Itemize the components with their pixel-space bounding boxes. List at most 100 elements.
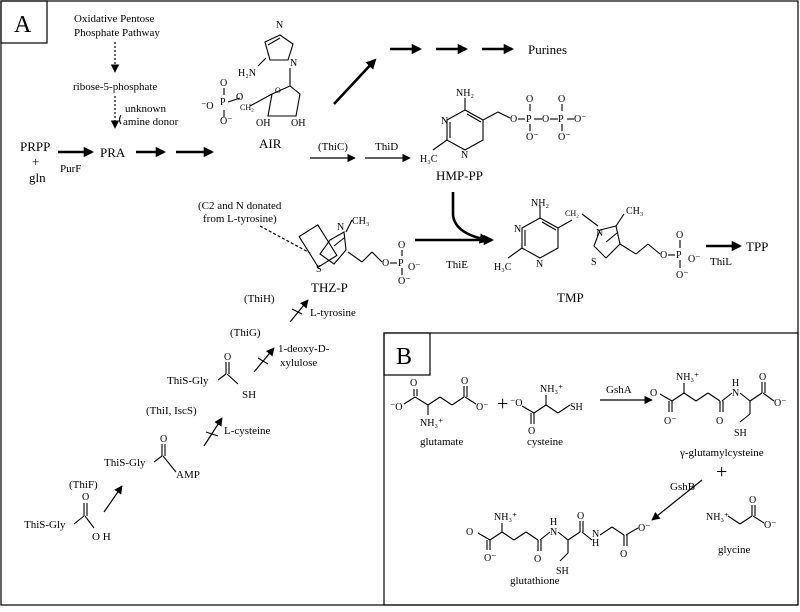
svg-text:O: O [528,426,535,437]
svg-text:O: O [236,92,243,103]
svg-text:⁻O: ⁻O [201,101,214,112]
dxp-label-line2: xylulose [280,357,317,369]
glutathione-label: glutathione [510,575,560,587]
panel-a-letter: A [14,12,32,38]
svg-text:NH₃⁺: NH₃⁺ [540,384,563,395]
purf-label: PurF [60,163,81,175]
plus-two: + [716,461,727,483]
thig-label: (ThiG) [230,327,261,339]
svg-text:O⁻: O⁻ [764,520,777,531]
svg-text:O: O [461,376,468,387]
glutamate-structure: O ⁻O NH₃⁺ O O⁻ [390,376,489,429]
svg-text:P: P [526,114,532,125]
svg-text:N: N [732,388,739,399]
thisgly-adenylate-label: ThiS-Gly [104,457,146,469]
dxp-label-line1: 1-deoxy-D- [278,343,330,355]
svg-text:NH₃⁺: NH₃⁺ [494,512,517,523]
svg-text:O⁻: O⁻ [574,114,587,125]
svg-text:O⁻: O⁻ [398,276,411,287]
svg-text:H₃C: H₃C [494,262,512,273]
unknown-donor-hook [118,114,122,125]
svg-text:NH₃⁺: NH₃⁺ [706,512,729,523]
panel-b-box [383,332,431,376]
panel-b-letter: B [396,344,412,370]
thig-tick [257,357,269,365]
svg-text:O⁻: O⁻ [688,254,701,265]
amine-donor-label: amine donor [123,116,179,128]
svg-text:O: O [716,416,723,427]
prpp-label: PRPP [20,139,50,154]
svg-text:O: O [526,94,533,105]
thii-arrow [203,417,223,447]
svg-text:O: O [542,114,549,125]
svg-text:N: N [276,20,283,31]
thzp-structure: N S CH₃ O P O O⁻ O⁻ [298,216,421,287]
svg-text:SH: SH [570,402,583,413]
hmppp-label: HMP-PP [436,168,483,183]
svg-text:H₃C: H₃C [420,154,438,165]
thisgly-amp-o: O [160,434,167,445]
gsha-label: GshA [606,384,632,396]
thif-label: (ThiF) [69,479,98,491]
svg-text:O: O [660,250,667,261]
c2n-note-line1: (C2 and N donated [198,200,282,212]
svg-text:NH₂: NH₂ [531,198,549,209]
svg-text:O⁻: O⁻ [558,132,571,143]
svg-text:O: O [577,511,584,522]
svg-text:P: P [676,250,682,261]
thii-tick [205,431,219,437]
tpp-label: TPP [746,239,768,254]
svg-text:N: N [290,58,297,69]
thisgly-thiocarboxylate-label: ThiS-Gly [167,375,209,387]
svg-text:O⁻: O⁻ [220,116,233,127]
panel-b-frame [383,332,799,606]
svg-text:OH: OH [291,118,305,129]
glutamate-label: glutamate [420,436,463,448]
thif-arrow [103,485,123,513]
svg-text:NH₃⁺: NH₃⁺ [420,418,443,429]
gamma-glutamylcysteine-label: γ-glutamylcysteine [679,447,764,459]
thisgly-carboxylate-label: ThiS-Gly [24,519,66,531]
thil-label: ThiL [710,256,732,268]
svg-text:S: S [591,257,597,268]
thid-label: ThiD [375,141,398,153]
pra-label: PRA [100,145,126,160]
svg-text:S: S [316,264,322,275]
svg-text:O: O [759,372,766,383]
thzp-label: THZ-P [311,280,348,295]
glycine-label: glycine [718,544,750,556]
svg-text:H: H [732,378,739,389]
svg-text:CH₂: CH₂ [240,103,254,112]
svg-text:NH₂: NH₂ [456,88,474,99]
svg-text:H: H [592,538,599,549]
svg-text:N: N [441,116,448,127]
svg-text:P: P [558,114,564,125]
svg-text:CH₃: CH₃ [626,206,643,217]
c2n-note-line2: from L-tyrosine) [203,213,277,225]
svg-text:NH₃⁺: NH₃⁺ [676,372,699,383]
thih-tick [291,308,303,315]
oh-label: O H [92,531,111,543]
thisgly-cooh-o: O [82,492,89,503]
svg-text:CH₃: CH₃ [352,216,369,227]
svg-text:SH: SH [556,566,569,577]
c2n-dashed-line [259,225,311,254]
thisgly-cooh-bond2 [84,515,95,529]
purines-label: Purines [528,42,567,57]
gamma-glutamylcysteine-structure: NH₃⁺ O⁻ O O H N SH O O⁻ [650,372,787,439]
svg-text:N: N [461,150,468,161]
svg-text:N: N [550,527,557,538]
thisgly-sh-bond2 [226,373,239,385]
gln-label: gln [29,170,46,185]
prpp-plus: + [32,154,39,169]
svg-text:O: O [382,258,389,269]
thie-label: ThiE [446,259,468,271]
svg-text:⁻O: ⁻O [510,398,523,409]
thisgly-amp-bond1 [153,455,163,463]
svg-text:N: N [596,228,603,239]
air-label: AIR [259,136,282,151]
svg-text:O: O [220,78,227,89]
thisgly-amp-bond2 [162,455,177,473]
tmp-label: TMP [557,290,584,305]
svg-text:O: O [534,554,541,565]
